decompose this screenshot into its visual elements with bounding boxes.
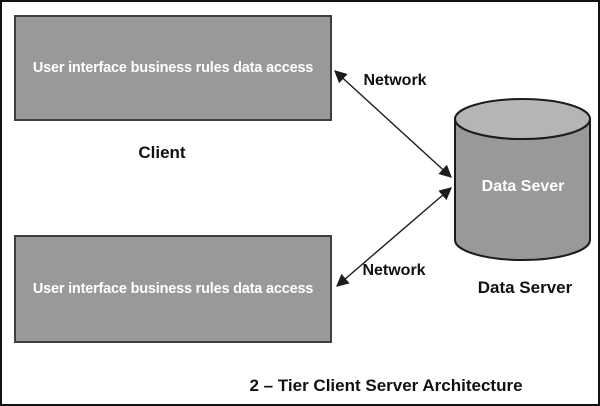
client-box-bottom: User interface business rules data acces… <box>14 235 332 343</box>
client-box-top: User interface business rules data acces… <box>14 15 332 121</box>
network-arrow-top <box>334 70 452 178</box>
client-box-bottom-label: User interface business rules data acces… <box>32 281 314 297</box>
diagram-title: 2 – Tier Client Server Architecture <box>249 376 523 395</box>
data-server-caption: Data Server <box>477 278 573 297</box>
cylinder-top <box>454 98 591 140</box>
data-server-cylinder-label: Data Sever <box>481 178 565 195</box>
network-label-top: Network <box>363 72 427 89</box>
client-box-top-label: User interface business rules data acces… <box>32 60 314 76</box>
network-arrow-bottom <box>336 187 452 287</box>
client-label: Client <box>138 143 186 162</box>
network-label-bottom: Network <box>362 262 426 279</box>
database-cylinder-icon <box>454 98 591 261</box>
